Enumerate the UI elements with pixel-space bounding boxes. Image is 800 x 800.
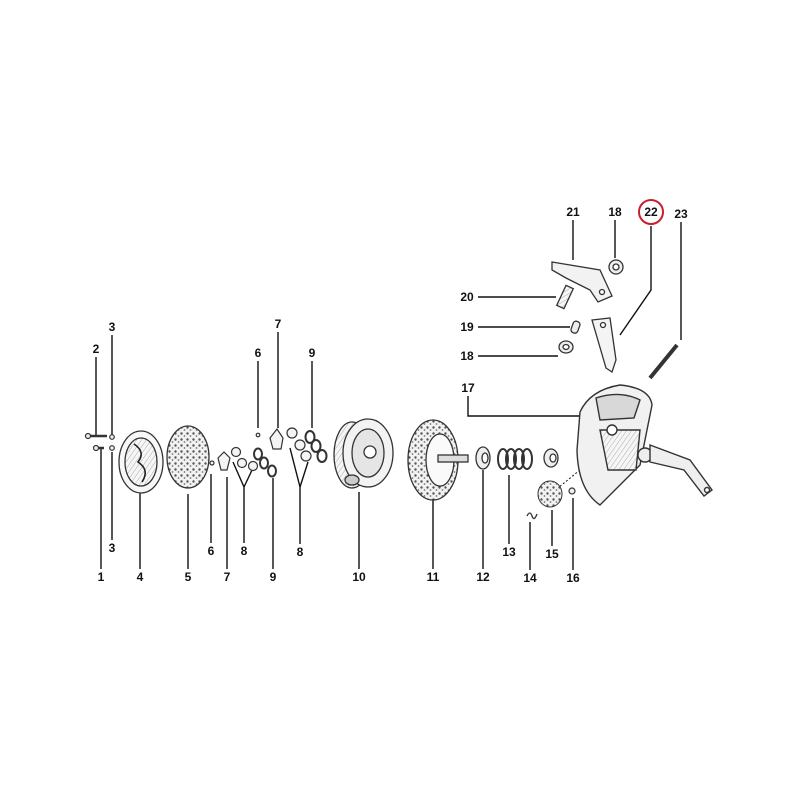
part-cover <box>118 430 164 494</box>
callout-6: 6 <box>207 544 215 558</box>
callout-4: 4 <box>136 570 144 584</box>
callout-9: 9 <box>308 346 316 360</box>
part-lever-group <box>551 259 679 380</box>
callout-19: 19 <box>460 320 474 334</box>
callout-10: 10 <box>352 570 366 584</box>
part-spring-group <box>475 446 559 470</box>
callout-22-highlighted: 22 <box>644 205 658 219</box>
callout-8: 8 <box>296 545 304 559</box>
highlight-ring <box>638 199 664 225</box>
callout-6: 6 <box>254 346 262 360</box>
callout-9: 9 <box>269 570 277 584</box>
callout-7: 7 <box>274 317 282 331</box>
callout-3: 3 <box>108 320 116 334</box>
callout-15: 15 <box>545 547 559 561</box>
callout-5: 5 <box>184 570 192 584</box>
callout-13: 13 <box>502 545 516 559</box>
part-clip <box>526 512 538 520</box>
part-nut <box>568 487 576 495</box>
part-bolts <box>84 432 115 452</box>
callout-20: 20 <box>460 290 474 304</box>
callout-1: 1 <box>97 570 105 584</box>
callout-18: 18 <box>460 349 474 363</box>
callout-2: 2 <box>92 342 100 356</box>
part-diaphragm <box>407 419 469 501</box>
callout-14: 14 <box>523 571 537 585</box>
callout-23: 23 <box>674 207 688 221</box>
callout-7: 7 <box>223 570 231 584</box>
callout-21: 21 <box>566 205 580 219</box>
part-mesh <box>537 480 563 508</box>
leader-lines <box>95 220 682 570</box>
part-pump-body <box>333 418 394 489</box>
callout-8: 8 <box>240 544 248 558</box>
part-housing <box>576 384 713 506</box>
callout-16: 16 <box>566 571 580 585</box>
callout-18: 18 <box>608 205 622 219</box>
callout-17: 17 <box>461 381 475 395</box>
callout-11: 11 <box>426 570 440 584</box>
part-filter-screen <box>166 425 210 489</box>
part-valve-group <box>209 427 328 478</box>
callout-3: 3 <box>108 541 116 555</box>
callout-12: 12 <box>476 570 490 584</box>
